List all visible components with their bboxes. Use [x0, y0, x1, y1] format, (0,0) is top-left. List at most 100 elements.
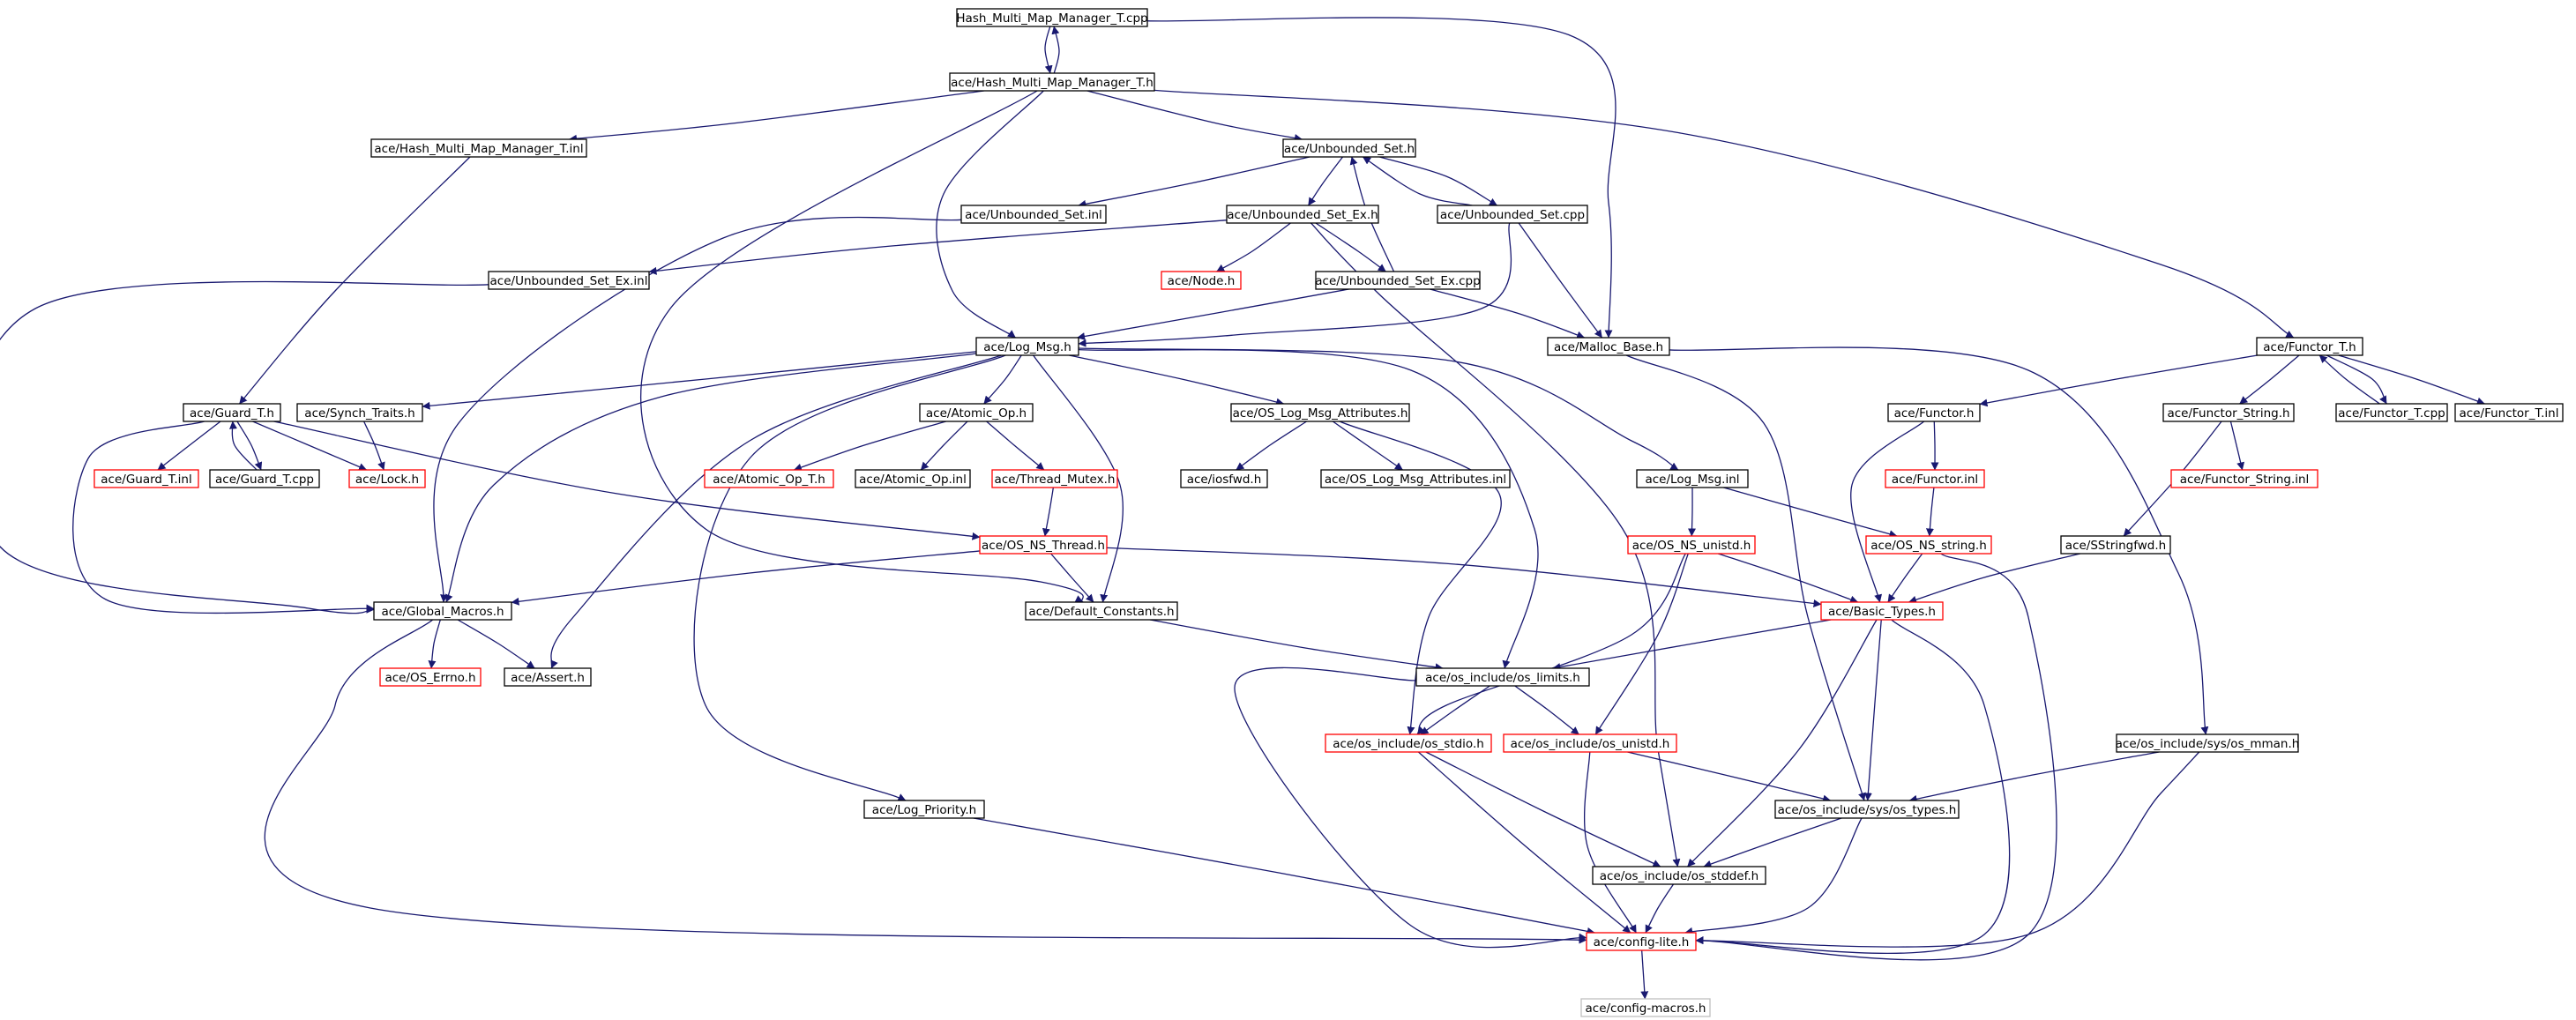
graph-node-osunistd-h[interactable]: ace/os_include/os_unistd.h: [1503, 733, 1677, 753]
node-box: [919, 403, 1034, 422]
graph-node-hmmm-inl[interactable]: ace/Hash_Multi_Map_Manager_T.inl: [370, 138, 587, 158]
node-box: [1226, 205, 1379, 224]
node-box: [209, 469, 320, 488]
nodes-layer: Hash_Multi_Map_Manager_T.cpp ace/Hash_Mul…: [93, 8, 2564, 1017]
graph-node-guard-h[interactable]: ace/Guard_T.h: [183, 403, 281, 422]
edge-guard_h-to-guard_cpp: [236, 421, 263, 471]
graph-node-osstddef-h[interactable]: ace/os_include/os_stddef.h: [1592, 866, 1766, 885]
graph-node-usetex-cpp[interactable]: ace/Unbounded_Set_Ex.cpp: [1315, 271, 1481, 290]
edge-oslimits_h-to-configlite_h: [1234, 666, 1587, 949]
graph-node-uset-cpp[interactable]: ace/Unbounded_Set.cpp: [1437, 205, 1588, 224]
node-box: [1315, 271, 1481, 290]
graph-node-lock-h[interactable]: ace/Lock.h: [348, 469, 426, 488]
node-box: [488, 271, 650, 290]
graph-node-oserrno-h[interactable]: ace/OS_Errno.h: [379, 667, 482, 687]
node-label: ace/iosfwd.h: [1187, 473, 1262, 487]
edge-oslimits_h-to-osunistd_h: [1514, 685, 1579, 735]
node-label: ace/os_include/os_limits.h: [1425, 671, 1580, 685]
edge-root-to-malloc_h: [1146, 17, 1617, 339]
edge-logmsg_inl-to-osnsstring_h: [1723, 487, 1898, 539]
edge-hmmm_h-to-uset_h: [1086, 90, 1303, 142]
graph-node-usetex-h[interactable]: ace/Unbounded_Set_Ex.h: [1226, 205, 1379, 224]
graph-node-ostypes-h[interactable]: ace/os_include/sys/os_types.h: [1774, 800, 1960, 819]
graph-node-defconst-h[interactable]: ace/Default_Constants.h: [1025, 601, 1178, 621]
edge-osnsstring_h-to-configlite_h: [1695, 553, 2057, 961]
graph-node-fstring-h[interactable]: ace/Functor_String.h: [2162, 403, 2295, 422]
graph-node-guard-inl[interactable]: ace/Guard_T.inl: [93, 469, 199, 488]
node-box: [975, 337, 1079, 356]
edge-fstring_h-to-fstring_inl: [2229, 421, 2245, 471]
edge-sstringfwd_h-to-basictypes_h: [1908, 553, 2080, 604]
graph-node-malloc-h[interactable]: ace/Malloc_Base.h: [1547, 337, 1670, 356]
graph-node-oslogattr-inl[interactable]: ace/OS_Log_Msg_Attributes.inl: [1320, 469, 1511, 488]
edge-hmmm_h-to-hmmm_inl: [569, 90, 984, 143]
edge-osunistd_h-to-ostypes_h: [1627, 751, 1832, 803]
graph-node-functor-t-cpp[interactable]: ace/Functor_T.cpp: [2335, 403, 2448, 422]
graph-node-functor-inl[interactable]: ace/Functor.inl: [1885, 469, 1985, 488]
node-box: [379, 667, 482, 687]
node-label: ace/Log_Msg.h: [983, 340, 1071, 354]
node-label: ace/Unbounded_Set.h: [1284, 142, 1415, 156]
node-label: ace/os_include/os_stdio.h: [1333, 737, 1484, 751]
graph-node-thread-mutex-h[interactable]: ace/Thread_Mutex.h: [991, 469, 1118, 488]
graph-node-oslogattr-h[interactable]: ace/OS_Log_Msg_Attributes.h: [1230, 403, 1410, 422]
graph-node-atomic-t-h[interactable]: ace/Atomic_Op_T.h: [704, 469, 834, 488]
edge-basictypes_h-to-ostypes_h: [1863, 619, 1882, 801]
graph-node-iosfwd-h[interactable]: ace/iosfwd.h: [1180, 469, 1268, 488]
graph-node-osstdio-h[interactable]: ace/os_include/os_stdio.h: [1325, 733, 1492, 753]
node-label: ace/Guard_T.cpp: [215, 473, 314, 487]
graph-node-fstring-inl[interactable]: ace/Functor_String.inl: [2170, 469, 2318, 488]
edge-synch_h-to-lock_h: [363, 421, 385, 471]
edge-usetex_h-to-usetex_inl: [648, 220, 1228, 275]
graph-node-osnsunistd-h[interactable]: ace/OS_NS_unistd.h: [1627, 535, 1756, 555]
edge-functor_inl-to-osnsstring_h: [1925, 487, 1935, 537]
graph-node-assert-h[interactable]: ace/Assert.h: [504, 667, 592, 687]
graph-node-globalmacros-h[interactable]: ace/Global_Macros.h: [373, 601, 512, 621]
edge-hmmm_h-to-defconst_h: [640, 90, 1084, 603]
node-label: ace/Atomic_Op_T.h: [713, 473, 825, 487]
node-label: ace/os_include/os_stddef.h: [1600, 869, 1758, 883]
edge-logprio_h-to-configlite_h: [973, 817, 1595, 935]
graph-node-basictypes-h[interactable]: ace/Basic_Types.h: [1820, 601, 1944, 621]
edge-osnsthread_h-to-globalmacros_h: [511, 550, 981, 606]
graph-node-logmsg-inl[interactable]: ace/Log_Msg.inl: [1636, 469, 1749, 488]
node-label: ace/Atomic_Op.inl: [859, 473, 967, 487]
graph-node-logprio-h[interactable]: ace/Log_Priority.h: [863, 800, 985, 819]
graph-node-osnsthread-h[interactable]: ace/OS_NS_Thread.h: [979, 535, 1108, 555]
edge-ostypes_h-to-osstddef_h: [1703, 817, 1842, 868]
edge-logmsg_h-to-assert_h: [550, 354, 1002, 669]
node-label: ace/os_include/os_unistd.h: [1511, 737, 1670, 751]
graph-node-usetex-inl[interactable]: ace/Unbounded_Set_Ex.inl: [488, 271, 650, 290]
graph-node-functor-h[interactable]: ace/Functor.h: [1887, 403, 1981, 422]
graph-node-atomic-inl[interactable]: ace/Atomic_Op.inl: [855, 469, 971, 488]
graph-node-logmsg-h[interactable]: ace/Log_Msg.h: [975, 337, 1079, 356]
edge-configlite_h-to-configmacros_h: [1640, 949, 1649, 1000]
graph-node-root[interactable]: Hash_Multi_Map_Manager_T.cpp: [956, 8, 1148, 27]
graph-node-node-h[interactable]: ace/Node.h: [1161, 271, 1242, 290]
edge-usetex_cpp-to-logmsg_h: [1077, 288, 1349, 340]
graph-node-functor-t-inl[interactable]: ace/Functor_T.inl: [2454, 403, 2564, 422]
edge-oslogattr_h-to-iosfwd_h: [1236, 421, 1307, 471]
graph-node-osnsstring-h[interactable]: ace/OS_NS_string.h: [1865, 535, 1992, 555]
edge-oslimits_h-to-osstdio_h: [1420, 685, 1490, 735]
graph-node-configlite-h[interactable]: ace/config-lite.h: [1586, 932, 1697, 951]
graph-node-guard-cpp[interactable]: ace/Guard_T.cpp: [209, 469, 320, 488]
node-box: [1230, 403, 1410, 422]
graph-node-sstringfwd-h[interactable]: ace/SStringfwd.h: [2060, 535, 2171, 555]
node-box: [956, 8, 1148, 27]
node-label: ace/Functor_String.inl: [2180, 473, 2310, 487]
graph-node-configmacros-h[interactable]: ace/config-macros.h: [1580, 998, 1711, 1017]
node-label: ace/OS_NS_Thread.h: [982, 539, 1105, 553]
edge-malloc_h-to-ostypes_h: [1625, 354, 1866, 801]
graph-node-functor-t-h[interactable]: ace/Functor_T.h: [2256, 337, 2363, 356]
node-box: [1437, 205, 1588, 224]
graph-node-atomic-h[interactable]: ace/Atomic_Op.h: [919, 403, 1034, 422]
node-label: ace/Functor_String.h: [2167, 406, 2289, 421]
graph-node-uset-h[interactable]: ace/Unbounded_Set.h: [1282, 138, 1416, 158]
graph-node-hmmm-h[interactable]: ace/Hash_Multi_Map_Manager_T.h: [949, 72, 1155, 92]
graph-node-synch-h[interactable]: ace/Synch_Traits.h: [296, 403, 423, 422]
node-box: [1885, 469, 1985, 488]
graph-node-uset-inl[interactable]: ace/Unbounded_Set.inl: [960, 205, 1107, 224]
graph-node-oslimits-h[interactable]: ace/os_include/os_limits.h: [1415, 667, 1590, 687]
graph-node-osmman-h[interactable]: ace/os_include/sys/os_mman.h: [2116, 733, 2300, 753]
